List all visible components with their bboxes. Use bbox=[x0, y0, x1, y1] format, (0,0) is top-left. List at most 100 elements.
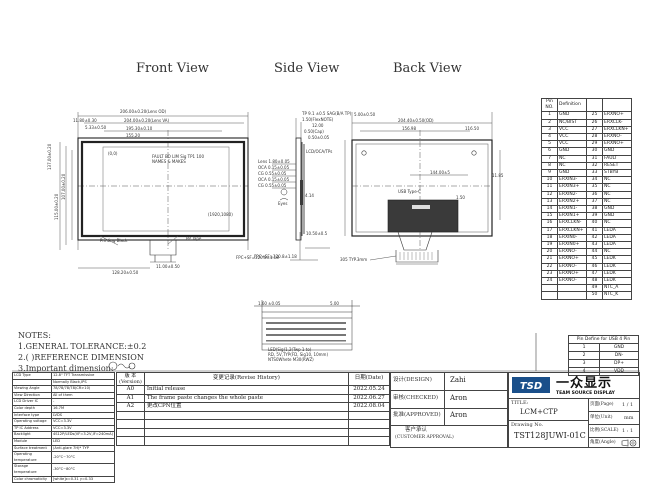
pin-number: 43 bbox=[586, 241, 603, 250]
revision-empty-row bbox=[116, 410, 390, 420]
usb-pin-definition: GND bbox=[599, 343, 639, 352]
pin-number bbox=[541, 291, 558, 300]
pin-number: 27 bbox=[586, 125, 603, 135]
pin-number: 46 bbox=[586, 262, 603, 271]
front-corner-end: (1920,1080) bbox=[208, 212, 233, 217]
page-value: 1 / 1 bbox=[622, 402, 634, 408]
checked-label: 审核(CHECKED) bbox=[393, 395, 439, 401]
pin-definition: GND bbox=[602, 147, 632, 156]
title-divider-3 bbox=[588, 411, 640, 412]
rev-empty-cell bbox=[116, 436, 145, 446]
pin-definition: NC bbox=[602, 197, 632, 207]
pin-number: 4 bbox=[541, 133, 558, 142]
connector-dim-top2: 5.00 bbox=[330, 301, 339, 306]
approved-name: Aron bbox=[450, 411, 468, 419]
rev-header-date: 日期(Date) bbox=[348, 372, 390, 386]
pin-definition: LEDK bbox=[602, 277, 632, 286]
pin-number: 47 bbox=[586, 269, 603, 279]
important-dimension-symbol bbox=[108, 361, 136, 371]
pin-definition: FAULT bbox=[602, 154, 632, 163]
spec-key: View Direction bbox=[12, 391, 52, 400]
design-name: Zahi bbox=[450, 376, 466, 384]
pin-number: 19 bbox=[541, 241, 558, 250]
front-dim-left-v2: 115.00±0.20 bbox=[54, 193, 59, 220]
spec-value: - bbox=[50, 398, 116, 406]
pin-table-header: Pin NO. Definition bbox=[541, 97, 632, 113]
usb-pin-definition: VDD bbox=[599, 367, 639, 376]
side-fpc-label: FPC+SF=320.8±1.18 bbox=[254, 254, 297, 259]
company-logo-icon: TSD bbox=[512, 377, 550, 393]
pin-definition: ERXIN3- bbox=[557, 176, 587, 185]
spec-value: 16.7M bbox=[50, 404, 116, 413]
connector-caption2: RD, 5V,TYP(FD, Sig10, 10mm) bbox=[268, 352, 329, 357]
pin-number: 38 bbox=[586, 205, 603, 214]
rev-version: A0 bbox=[116, 385, 145, 395]
pin-definition: ERXNO- bbox=[557, 248, 587, 257]
side-layer-cg1: CG 0.55±0.05 bbox=[258, 171, 287, 176]
pin-definition: ERXCLKN+ bbox=[602, 125, 632, 135]
usb-table-title: Pin Define for USB 4 Pin bbox=[568, 335, 639, 344]
pin-header-no2 bbox=[586, 97, 603, 113]
title-divider-5 bbox=[588, 437, 640, 438]
spec-value: LED bbox=[50, 437, 116, 446]
pin-number: 33 bbox=[586, 169, 603, 178]
pin-definition: NC/BIST bbox=[557, 118, 587, 127]
note-3: 3.Important dimension: bbox=[18, 364, 114, 373]
pin-definition: ERXIN1+ bbox=[557, 212, 587, 221]
spec-key: Backlight bbox=[12, 431, 52, 439]
front-tape-label: PP Tape bbox=[186, 236, 202, 241]
rev-empty-cell bbox=[348, 419, 390, 429]
pin-definition: VCC bbox=[557, 125, 587, 135]
pin-definition: ERXIN0+ bbox=[557, 241, 587, 250]
title-divider-2 bbox=[508, 420, 588, 421]
pin-number: 41 bbox=[586, 226, 603, 235]
pin-number: 29 bbox=[586, 140, 603, 149]
spec-row: Surface treatment(Anti-glare 7H)* TYP bbox=[12, 444, 116, 453]
pin-definition: GND bbox=[602, 212, 632, 221]
front-dim-left-v3: 107.00±0.20 bbox=[61, 173, 66, 200]
pin-number: 17 bbox=[541, 226, 558, 235]
pin-definition: ERXNO+ bbox=[602, 140, 632, 149]
pin-number: 30 bbox=[586, 147, 603, 156]
back-dim-top1: 204.40±0.50(OD) bbox=[398, 118, 434, 123]
spec-row: LCD Driver IC- bbox=[12, 398, 116, 406]
front-dim-top-outer: 206.00±0.20(Lens OD) bbox=[120, 109, 167, 114]
spec-value: -20°C~70°C bbox=[50, 451, 116, 465]
pin-number: 5 bbox=[541, 140, 558, 149]
pin-number: 48 bbox=[586, 277, 603, 286]
spec-row: Color chromaticity[white]x=0.31 y=0.33 bbox=[12, 475, 116, 483]
rev-version: A2 bbox=[116, 402, 145, 412]
rev-history: 更改CPN位置 bbox=[143, 402, 350, 412]
rev-header-history: 变更记录(Revise History) bbox=[143, 372, 350, 386]
side-lcd-label: LCD/OCA/TPs bbox=[306, 149, 333, 154]
spec-value: (Anti-glare 7H)* TYP bbox=[50, 444, 116, 453]
rev-empty-cell bbox=[116, 419, 145, 429]
pin-definition: ERXNO- bbox=[602, 133, 632, 142]
front-center-label: FAULT BO LIM Sig TP1 100 bbox=[152, 154, 204, 159]
pin-definition bbox=[557, 284, 587, 293]
front-view-title: Front View bbox=[136, 61, 209, 76]
side-dim-top3: 12.00 bbox=[312, 123, 324, 128]
angle-label: 角度(Angle) bbox=[590, 440, 616, 445]
back-dim-top2: 156.98 bbox=[402, 126, 416, 131]
side-dim-top1: TP 9.1 ±0.5 SAG(B/A TP) bbox=[302, 111, 352, 116]
front-dim-bottom1: 128.20±0.50 bbox=[112, 270, 139, 275]
pin-definition: ERXNO+ bbox=[602, 111, 632, 120]
title-value: LCM+CTP bbox=[520, 408, 558, 416]
checked-name: Aron bbox=[450, 394, 468, 402]
pin-number: 35 bbox=[586, 183, 603, 192]
